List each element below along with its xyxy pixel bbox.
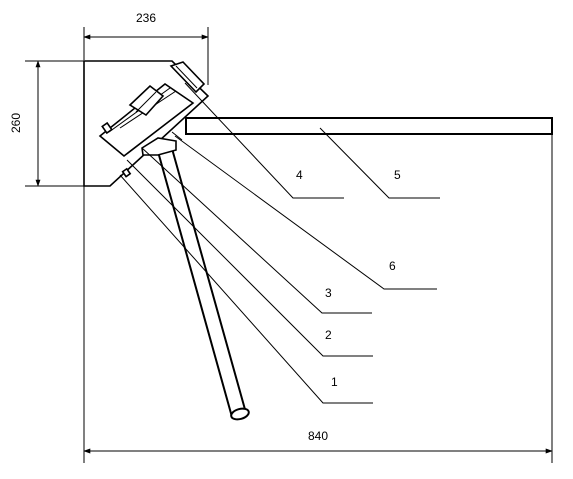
dimension-length: 840 — [83, 429, 553, 454]
callout-3: 3 — [325, 286, 332, 300]
turnstile-housing — [83, 60, 210, 187]
callout-5: 5 — [394, 168, 401, 182]
dimension-height: 260 — [9, 60, 41, 187]
callout-numbers: 1 2 3 4 5 6 — [296, 168, 401, 389]
callout-2: 2 — [325, 328, 332, 342]
barrier-arm — [185, 117, 553, 135]
dimension-length-label: 840 — [308, 429, 328, 443]
callout-4: 4 — [296, 168, 303, 182]
callout-1: 1 — [331, 375, 338, 389]
inclined-arm — [155, 143, 250, 421]
dimension-width: 236 — [83, 11, 209, 40]
callout-6: 6 — [389, 259, 396, 273]
leader-lines — [119, 82, 440, 404]
dimension-height-label: 260 — [9, 113, 23, 133]
dimension-width-label: 236 — [136, 11, 156, 25]
